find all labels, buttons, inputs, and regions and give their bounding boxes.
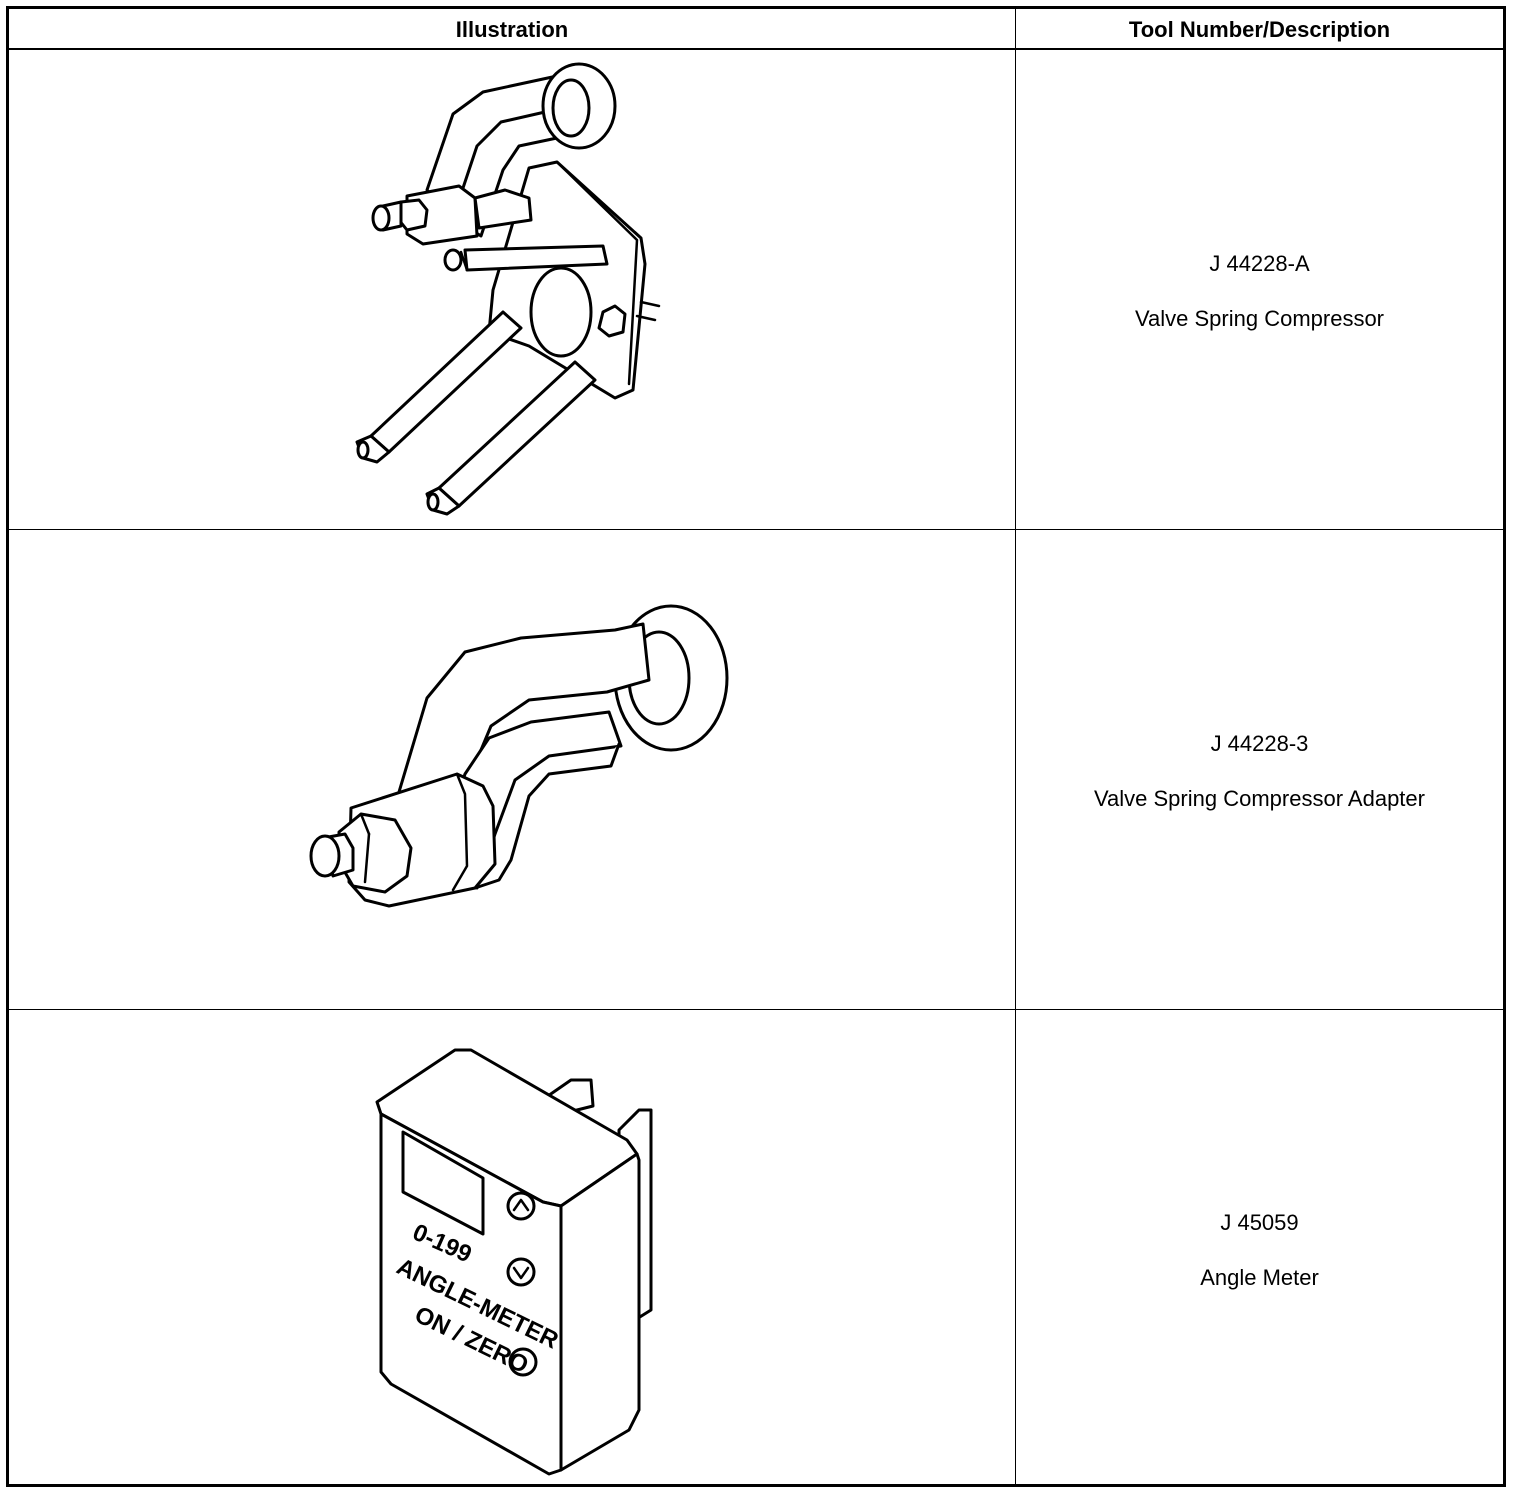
illustration-cell [9, 50, 1015, 529]
illustration-cell: 0-199 ANGLE-METER ON / ZERO [9, 1010, 1015, 1484]
table-header: Illustration Tool Number/Description [9, 9, 1503, 50]
special-tools-table: Illustration Tool Number/Description [6, 6, 1506, 1487]
angle-meter-illustration: 0-199 ANGLE-METER ON / ZERO [375, 1048, 653, 1476]
table-row: J 44228-A Valve Spring Compressor [9, 50, 1503, 530]
valve-spring-compressor-adapter-illustration [309, 604, 729, 908]
table-row: J 44228-3 Valve Spring Compressor Adapte… [9, 530, 1503, 1010]
tool-description: Angle Meter [1200, 1265, 1319, 1290]
valve-spring-compressor-illustration [355, 62, 661, 516]
column-divider [1015, 9, 1016, 1484]
tool-description-cell: J 44228-3 Valve Spring Compressor Adapte… [1016, 530, 1503, 1009]
header-illustration: Illustration [455, 17, 569, 42]
illustration-cell [9, 530, 1015, 1009]
tool-number: J 44228-A [1209, 251, 1310, 276]
tool-description-cell: J 44228-A Valve Spring Compressor [1016, 50, 1503, 529]
tool-number: J 44228-3 [1210, 731, 1309, 756]
tool-description: Valve Spring Compressor [1134, 306, 1385, 331]
tool-number: J 45059 [1220, 1210, 1299, 1235]
table-row: 0-199 ANGLE-METER ON / ZERO J 45059 Angl… [9, 1010, 1503, 1484]
tool-description-cell: J 45059 Angle Meter [1016, 1010, 1503, 1484]
tool-description: Valve Spring Compressor Adapter [1094, 786, 1425, 811]
header-tool-number-description: Tool Number/Description [1128, 17, 1391, 42]
